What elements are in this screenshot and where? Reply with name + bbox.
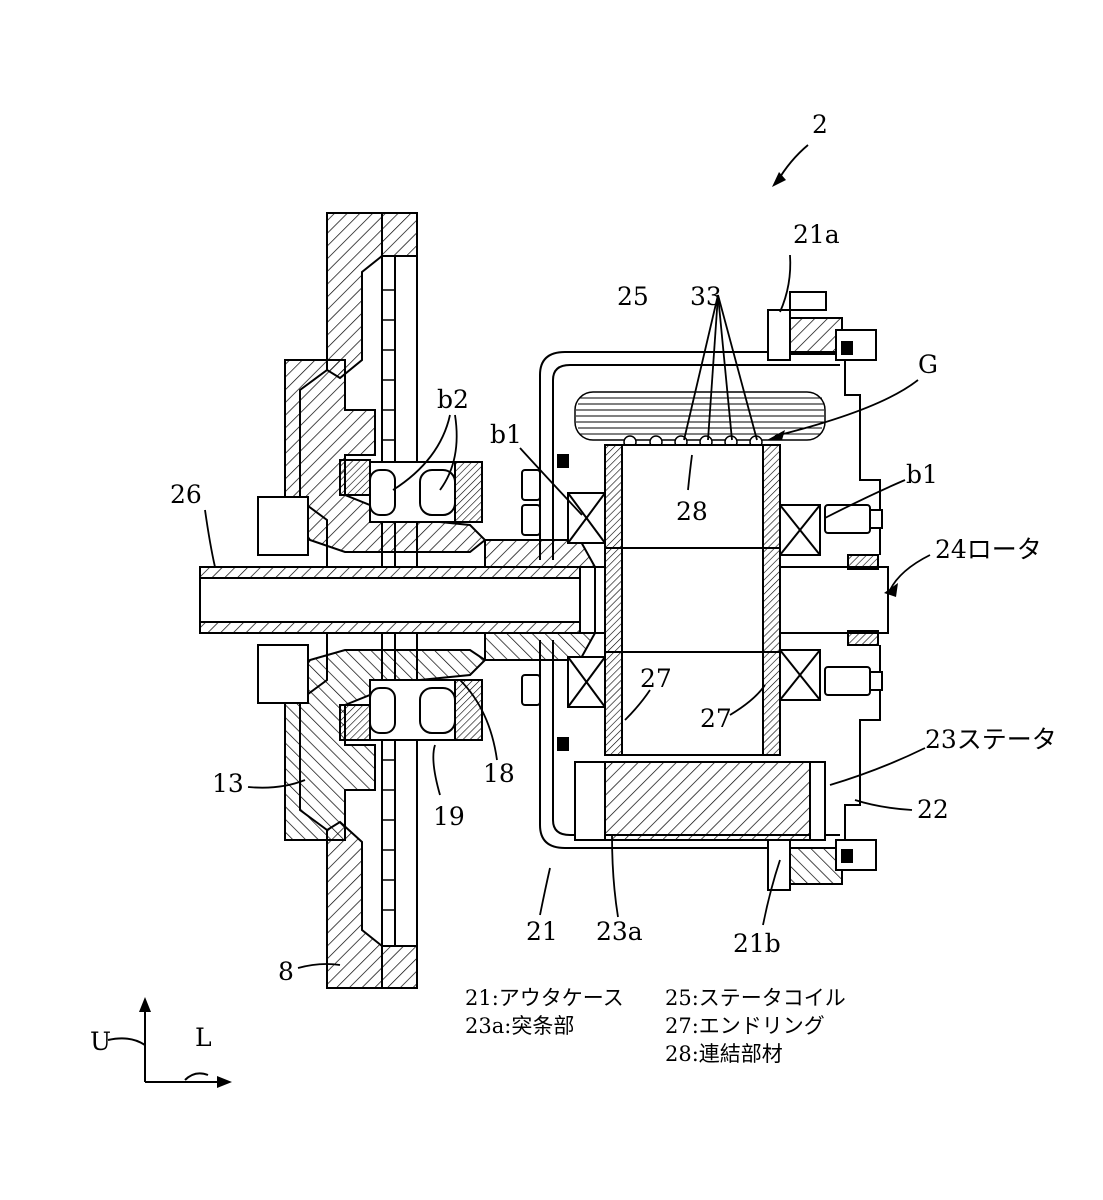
hub <box>257 359 487 841</box>
label-24-rotor: 24ロータ <box>935 535 1042 564</box>
axis-labels: U L <box>90 1023 212 1056</box>
part-labels: 2 21a 25 33 G b2 b1 b1 26 28 24ロータ 27 27… <box>170 110 1057 986</box>
label-b2: b2 <box>437 385 469 414</box>
bearing-lower <box>369 679 483 741</box>
label-G: G <box>918 350 938 379</box>
legend-item: 25:ステータコイル <box>665 986 846 1010</box>
label-8: 8 <box>278 957 294 986</box>
shaft <box>199 539 889 661</box>
legend-item: 27:エンドリング <box>665 1014 825 1038</box>
bearing-b1-left <box>567 492 606 708</box>
label-33: 33 <box>690 282 722 311</box>
leader-lines <box>204 144 931 969</box>
label-b1-left: b1 <box>490 420 522 449</box>
label-b1-right: b1 <box>906 460 938 489</box>
stator-core-lower <box>574 761 826 841</box>
label-27-left: 27 <box>640 664 672 693</box>
label-22: 22 <box>917 795 949 824</box>
label-21: 21 <box>526 917 558 946</box>
label-21b: 21b <box>733 929 781 958</box>
label-25: 25 <box>617 282 649 311</box>
direction-axes <box>107 1005 225 1083</box>
label-23-stator: 23ステータ <box>925 725 1057 754</box>
label-23a: 23a <box>596 917 643 946</box>
bearing-b2-upper <box>369 461 483 523</box>
label-27-right: 27 <box>700 704 732 733</box>
label-2: 2 <box>812 110 828 139</box>
arrowheads <box>767 172 898 597</box>
label-28: 28 <box>676 497 708 526</box>
legend-item: 28:連結部材 <box>665 1042 783 1066</box>
label-13: 13 <box>212 769 244 798</box>
legend-item: 21:アウタケース <box>465 986 624 1010</box>
bearing-b1-right <box>779 504 821 701</box>
label-21a: 21a <box>793 220 840 249</box>
legend-item: 23a:突条部 <box>465 1014 574 1038</box>
rotor-core <box>604 444 781 756</box>
axis-label-up: U <box>90 1027 111 1056</box>
legend: 21:アウタケース 23a:突条部 25:ステータコイル 27:エンドリング 2… <box>465 986 846 1066</box>
label-26: 26 <box>170 480 202 509</box>
axis-arrowheads <box>139 997 232 1088</box>
outer-case <box>539 291 881 891</box>
axis-label-left: L <box>195 1023 212 1052</box>
label-18: 18 <box>483 759 515 788</box>
label-19: 19 <box>433 802 465 831</box>
